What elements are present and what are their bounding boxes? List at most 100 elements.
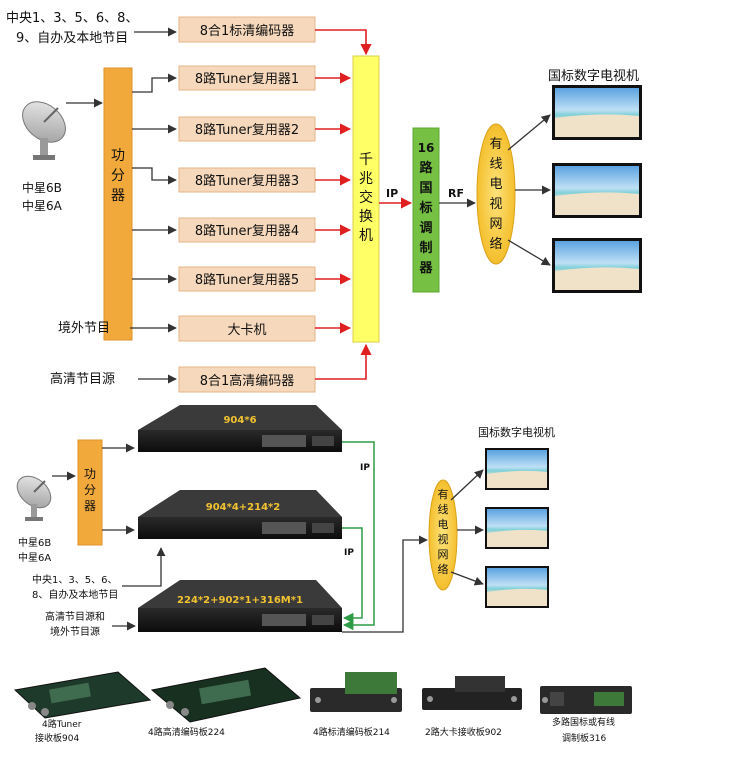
bottom-network-char-1: 有 xyxy=(438,487,449,501)
arrow-network-to-tv-3 xyxy=(507,239,551,266)
board-5-label-line-2: 调制板316 xyxy=(562,732,606,744)
tuner-mux-3-box xyxy=(178,167,316,193)
tuner-mux-5-box xyxy=(178,266,316,292)
hd-encoder-label: 8合1高清编码器 xyxy=(200,373,295,389)
board-4-label: 2路大卡接收板902 xyxy=(425,726,502,738)
bottom-network-char-4: 视 xyxy=(438,532,449,546)
top-cable-network xyxy=(476,123,516,265)
modulator-char-1: 16 xyxy=(418,141,435,155)
arrow-device-3-to-network xyxy=(342,535,428,633)
board-1-image xyxy=(13,671,152,719)
bottom-cctv-source-line-2: 8、自办及本地节目 xyxy=(32,588,118,601)
gigabit-switch xyxy=(352,55,380,343)
bottom-tv-2-icon xyxy=(485,507,549,549)
bottom-network-char-5: 网 xyxy=(438,548,449,561)
board-5-label-line-1: 多路国标或有线 xyxy=(552,716,615,728)
bottom-tv-title: 国标数字电视机 xyxy=(478,425,555,439)
bottom-splitter-char-1: 功 xyxy=(84,467,96,481)
top-ip-label: IP xyxy=(386,187,398,200)
top-network-char-3: 电 xyxy=(489,177,502,192)
top-splitter-char-2: 分 xyxy=(111,168,125,184)
top-tv-1-icon xyxy=(552,85,642,140)
switch-char-4: 换 xyxy=(359,208,373,225)
device-2-chassis xyxy=(138,490,342,539)
top-tv-2-icon xyxy=(552,163,642,218)
top-tv-title: 国标数字电视机 xyxy=(548,69,639,84)
bottom-ip-label-2: IP xyxy=(344,548,354,558)
tuner-mux-2-label: 8路Tuner复用器2 xyxy=(195,122,299,138)
top-sat-label-1: 中星6B xyxy=(22,180,62,195)
bottom-splitter-char-2: 分 xyxy=(84,483,96,497)
bottom-splitter xyxy=(77,439,103,546)
device-2-label: 904*4+214*2 xyxy=(206,502,281,513)
top-cctv-source-line-1: 中央1、3、5、6、8、 xyxy=(6,11,138,26)
top-network-char-4: 视 xyxy=(489,197,502,212)
switch-char-3: 交 xyxy=(359,189,373,206)
arrow-network-to-tv-1 xyxy=(507,114,551,151)
bottom-hd-source-line-1: 高清节目源和 xyxy=(45,610,105,623)
top-splitter-char-3: 器 xyxy=(111,188,125,204)
sd-encoder-label: 8合1标清编码器 xyxy=(200,24,295,39)
device-3-label: 224*2+902*1+316M*1 xyxy=(177,595,303,606)
bottom-diagram: 功 分 器 中星6B 中星6A 904*6 904*4+ xyxy=(16,405,555,638)
arrow-cctv-to-device-2 xyxy=(122,547,166,587)
overseas-label: 境外节目 xyxy=(58,321,110,336)
modulator-char-7: 器 xyxy=(418,261,433,276)
bottom-cctv-source-line-1: 中央1、3、5、6、 xyxy=(32,573,117,586)
modulator-char-2: 路 xyxy=(419,160,433,176)
top-network-char-2: 线 xyxy=(489,157,502,172)
device-3-chassis xyxy=(138,580,342,632)
bottom-splitter-char-3: 器 xyxy=(84,499,96,513)
tuner-mux-3-label: 8路Tuner复用器3 xyxy=(195,173,299,189)
top-splitter-char-1: 功 xyxy=(111,148,125,164)
bottom-cable-network xyxy=(428,479,458,591)
tuner-mux-4-label: 8路Tuner复用器4 xyxy=(195,223,299,239)
boards-row: 4路Tuner 接收板904 4路高清编码板224 4路标清编码板214 2路大… xyxy=(13,667,632,744)
modulator-char-6: 制 xyxy=(419,240,432,256)
tuner-mux-5-label: 8路Tuner复用器5 xyxy=(195,272,299,288)
device-1-chassis xyxy=(138,405,342,452)
bottom-tv-3-icon xyxy=(485,566,549,608)
arrow-bottom-network-to-tv-1 xyxy=(450,469,484,501)
board-1-label-line-1: 4路Tuner xyxy=(42,718,82,730)
top-tv-3-icon xyxy=(552,238,642,293)
switch-char-2: 兆 xyxy=(359,171,373,187)
bottom-network-char-2: 线 xyxy=(438,502,449,516)
arrow-sd-encoder-to-switch xyxy=(315,29,372,56)
top-sat-label-2: 中星6A xyxy=(22,198,63,213)
top-splitter xyxy=(103,67,133,341)
bottom-ip-label-1: IP xyxy=(360,463,370,473)
top-network-char-1: 有 xyxy=(489,137,502,152)
rf-label: RF xyxy=(448,187,464,200)
top-cctv-source-line-2: 9、自办及本地节目 xyxy=(16,31,128,46)
board-3-label: 4路标清编码板214 xyxy=(313,726,390,738)
modulator-char-3: 国 xyxy=(419,181,432,196)
bottom-network-char-6: 络 xyxy=(438,562,449,576)
device-1-label: 904*6 xyxy=(223,415,256,426)
arrow-device-2-to-device-3 xyxy=(342,527,363,624)
board-2-label: 4路高清编码板224 xyxy=(148,726,225,738)
top-diagram: 中央1、3、5、6、8、 9、自办及本地节目 8合1标清编码器 功 分 器 中星… xyxy=(6,11,642,393)
tuner-mux-1-label: 8路Tuner复用器1 xyxy=(195,71,299,87)
arrow-splitter-to-mux-1 xyxy=(132,73,177,93)
bottom-satellite-dish-icon xyxy=(16,475,52,521)
arrow-device-1-to-device-3 xyxy=(342,441,375,631)
modulator-16ch xyxy=(412,127,440,293)
arrow-splitter-to-mux-3 xyxy=(132,167,177,185)
bottom-sat-label-2: 中星6A xyxy=(18,551,51,564)
bottom-tv-1-icon xyxy=(485,448,549,490)
bottom-network-char-3: 电 xyxy=(438,518,449,531)
arrow-bottom-network-to-tv-3 xyxy=(450,571,484,586)
hd-source-label: 高清节目源 xyxy=(50,371,115,387)
modulator-char-4: 标 xyxy=(418,200,432,216)
top-satellite-dish-icon xyxy=(22,101,66,160)
board-2-image xyxy=(150,667,302,723)
top-network-char-5: 网 xyxy=(489,217,502,232)
card-receiver-box xyxy=(178,315,316,342)
switch-char-1: 千 xyxy=(359,152,373,168)
board-5-image xyxy=(540,686,632,714)
arrow-hd-encoder-to-switch xyxy=(315,343,372,380)
top-network-char-6: 络 xyxy=(489,236,502,252)
modulator-char-5: 调 xyxy=(419,221,432,236)
